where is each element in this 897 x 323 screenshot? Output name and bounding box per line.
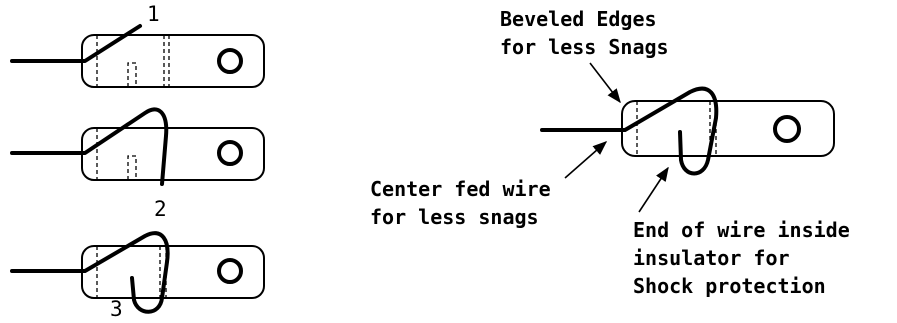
end-of-wire-arrow [638, 166, 669, 213]
center-fed-label: Center fed wire for less snags [370, 177, 563, 229]
step-number-3: 3 [110, 297, 123, 321]
beveled-edges-label: Beveled Edges for less Snags [500, 7, 669, 59]
step-number-2: 2 [154, 197, 167, 221]
insulator-hole [773, 115, 801, 143]
insulator-step-3: 3 [10, 231, 265, 321]
insulator-hole [217, 258, 243, 284]
insulator-step-2: 2 [10, 107, 265, 221]
beveled-edges-arrow [589, 62, 621, 104]
insulator-hole [217, 140, 243, 166]
insulator-body [81, 245, 265, 299]
wire [10, 24, 142, 63]
insulator-step-1: 1 [10, 2, 265, 88]
wire [540, 86, 719, 176]
step-number-1: 1 [147, 2, 160, 26]
wire [10, 231, 170, 314]
insulator-body [81, 34, 265, 88]
end-of-wire-label: End of wire inside insulator for Shock p… [633, 218, 862, 298]
wire [10, 107, 169, 186]
finished-insulator [540, 86, 835, 176]
insulator-hole [217, 48, 243, 74]
center-fed-arrow [564, 141, 608, 179]
insulator-body [621, 100, 835, 157]
